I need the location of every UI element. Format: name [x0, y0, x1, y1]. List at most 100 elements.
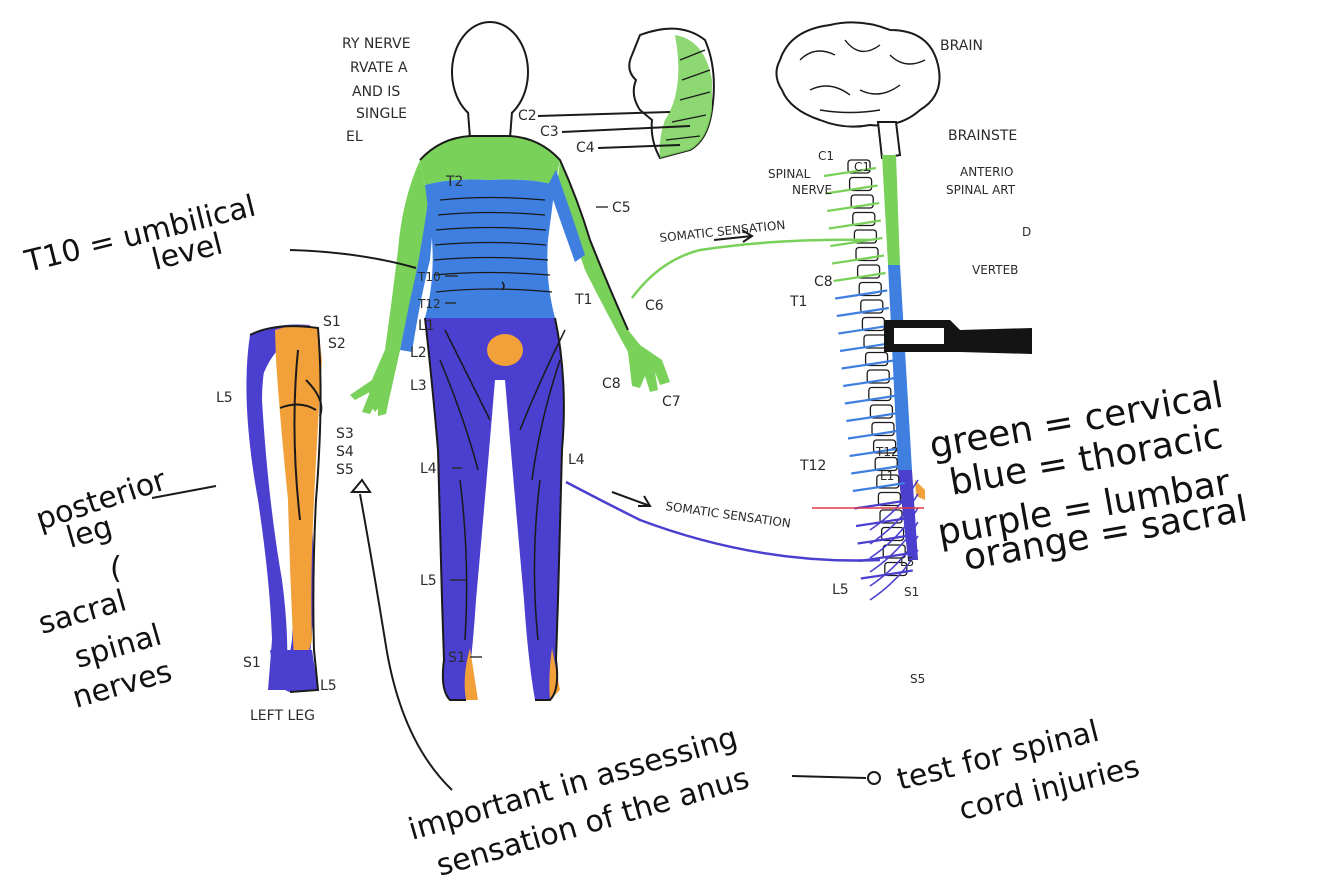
label-c8: C8: [602, 376, 621, 392]
leg-sacral-band: [275, 325, 322, 660]
spine-label-brain: BRAIN: [940, 38, 983, 54]
label-t12: T12: [417, 297, 441, 311]
right-foot-sacral: [549, 648, 560, 700]
spine-label-l5: L5: [832, 582, 849, 598]
spine-label-vertebra: VERTEB: [972, 263, 1018, 277]
body-outline: [419, 135, 629, 701]
spinal-nerve: [825, 184, 878, 195]
spine-label-anterior-2: SPINAL ART: [946, 183, 1016, 197]
spinal-nerve: [828, 219, 881, 230]
spine-label-c8: C8: [814, 274, 833, 290]
leg-label-s1: S1: [323, 314, 341, 330]
label-l3: L3: [410, 378, 427, 394]
vertebra-label-l1: L1: [880, 469, 894, 483]
groin-sacral: [487, 334, 523, 366]
crop-mask: [1032, 0, 1042, 380]
spinal-nerve: [846, 411, 899, 423]
spinal-nerve: [844, 394, 897, 405]
vertebra-label-s1: S1: [904, 585, 919, 599]
spine-label-spinal-1: SPINAL: [768, 167, 811, 181]
spine-label-t12: T12: [799, 458, 826, 474]
body-label-ticks: [445, 206, 608, 658]
label-t1: T1: [574, 292, 592, 308]
brain-spine-figure: [775, 0, 1042, 601]
label-s1: S1: [448, 650, 466, 666]
cauda-equina-strand: [869, 549, 919, 601]
label-l4: L4: [420, 461, 437, 477]
leg-label-s1-foot: S1: [243, 655, 261, 671]
label-c2: C2: [518, 108, 537, 124]
spine-labels: BRAIN BRAINSTE C1 SPINAL NERVE ANTERIO S…: [768, 38, 1031, 686]
cauda-equina-strand: [869, 521, 919, 573]
spine-label-anterior-1: ANTERIO: [960, 165, 1013, 179]
label-t2: T2: [445, 174, 463, 190]
spinal-nerve: [851, 464, 904, 475]
leg-label-s3: S3: [336, 426, 354, 442]
spine-label-d: D: [1022, 225, 1031, 239]
c-label-connectors: [537, 111, 691, 149]
spinal-nerve: [847, 429, 901, 440]
vertebra-label-c1: C1: [854, 160, 870, 174]
note-anus-arrow: [359, 493, 453, 791]
spinal-nerves: [823, 166, 919, 601]
cauda-equina-strand: [869, 507, 919, 559]
leg-lumbar-left-edge: [246, 335, 288, 690]
intro-line-1: RY NERVE: [342, 36, 411, 52]
spinal-nerve: [860, 569, 913, 580]
note-t10-connector: [289, 249, 417, 269]
spine-label-c1: C1: [818, 149, 834, 163]
torso-stripes: [433, 196, 553, 293]
label-l5: L5: [420, 573, 437, 589]
leg-label-s2: S2: [328, 336, 346, 352]
side-head-figure: [628, 27, 715, 160]
spine-label-t1: T1: [789, 294, 807, 310]
somatic-top-path: [630, 238, 871, 299]
spine-label-spinal-2: NERVE: [792, 183, 832, 197]
somatic-bottom-label: SOMATIC SENSATION: [665, 499, 792, 530]
label-l1: L1: [418, 318, 435, 334]
spinal-nerve: [836, 306, 889, 318]
brain-folds: [799, 39, 926, 114]
vertebra-label-l5: L5: [900, 555, 914, 569]
spine-label-brainstem: BRAINSTE: [948, 128, 1017, 144]
intro-line-5: EL: [346, 129, 363, 145]
intro-text: RY NERVE RVATE A AND IS SINGLE EL: [342, 36, 411, 145]
brain: [775, 21, 941, 128]
right-hand: [628, 330, 670, 392]
black-clamp-inner: [894, 328, 944, 344]
somatic-top-label: SOMATIC SENSATION: [659, 218, 786, 245]
torso-thoracic: [425, 179, 555, 318]
note-posterior-dash: [151, 485, 217, 499]
right-arm-thoracic: [548, 170, 585, 262]
spinal-nerve: [835, 289, 888, 300]
shoulder-cervical-band: [420, 136, 560, 185]
leg-caption: LEFT LEG: [250, 708, 315, 724]
spinal-cord-lumbar: [898, 470, 918, 560]
intro-line-4: SINGLE: [356, 106, 407, 122]
leg-label-l5: L5: [216, 390, 233, 406]
spinal-nerve: [833, 271, 886, 283]
left-foot-sacral: [464, 648, 478, 700]
spinal-nerve: [857, 534, 910, 545]
spinal-nerve: [843, 376, 896, 388]
cauda-equina-strand: [869, 535, 919, 587]
spinal-nerve: [827, 201, 880, 213]
left-arm-cervical: [369, 160, 428, 412]
label-l4-right: L4: [568, 452, 585, 468]
spinal-nerve: [823, 166, 877, 178]
spinal-nerve: [831, 254, 885, 265]
leg-outline: [249, 325, 323, 693]
front-body-figure: [350, 21, 670, 701]
label-c7: C7: [662, 394, 681, 410]
cauda-equina-strand: [869, 493, 919, 545]
leg-contours: [439, 329, 566, 641]
label-c5: C5: [612, 200, 631, 216]
spinal-cord-thoracic: [888, 265, 912, 470]
somatic-bottom-path: [565, 480, 881, 562]
label-l2: L2: [410, 345, 427, 361]
neck: [467, 111, 513, 139]
vertebra-label-t12: T12: [875, 445, 899, 459]
label-c4: C4: [576, 140, 595, 156]
left-hand: [350, 350, 400, 416]
note-posterior-3: (: [110, 551, 122, 586]
